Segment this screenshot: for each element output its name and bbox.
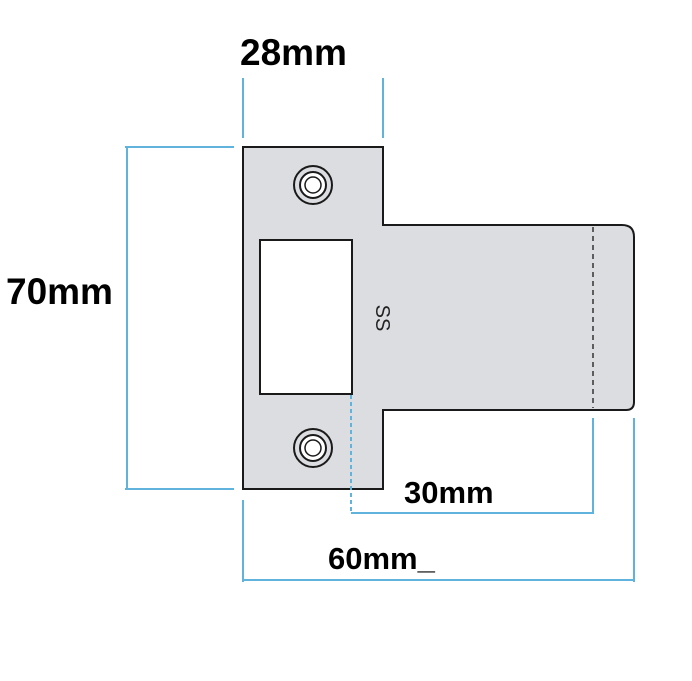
top-screw-hole bbox=[293, 165, 333, 205]
plate-marking: SS bbox=[371, 305, 393, 332]
dimension-label-top-width: 28mm bbox=[240, 32, 347, 73]
latch-cutout bbox=[259, 239, 353, 395]
dimension-label-height: 70mm bbox=[6, 271, 113, 312]
dimension-label-tongue-length: 30mm bbox=[404, 475, 494, 510]
bottom-screw-hole bbox=[293, 428, 333, 468]
dimension-label-total-width: 60mm_ bbox=[328, 541, 435, 576]
dimension-lines bbox=[125, 78, 635, 582]
strike-plate bbox=[242, 146, 635, 490]
